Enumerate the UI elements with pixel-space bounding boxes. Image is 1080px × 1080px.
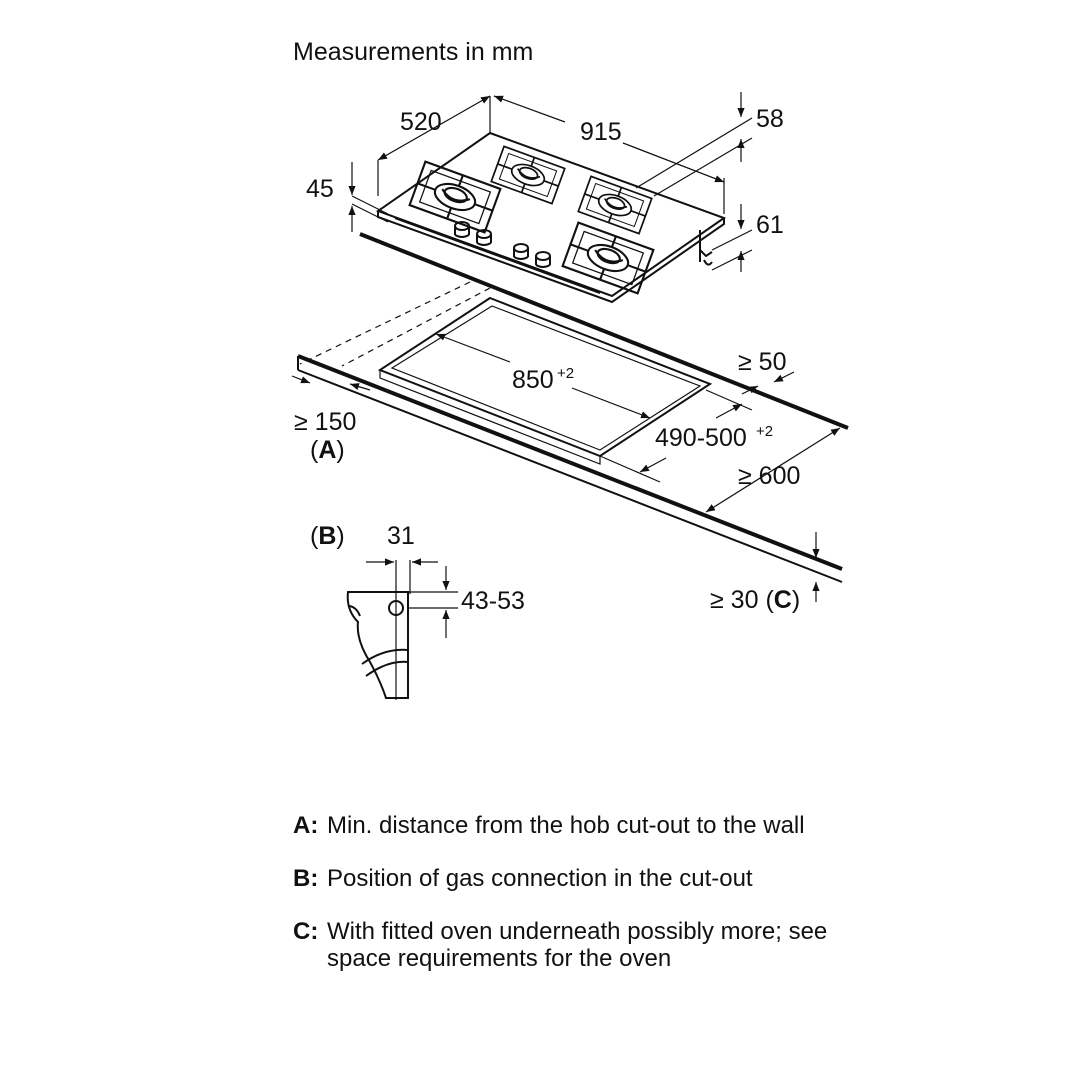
hob-glass-top — [375, 131, 727, 298]
burner-front-left — [408, 160, 502, 234]
dim-915: 915 — [494, 96, 725, 214]
svg-text:(B): (B) — [310, 522, 345, 550]
legend-text: Min. distance from the hob cut-out to th… — [327, 812, 805, 839]
legend-key: C: — [293, 918, 319, 945]
legend-text: Position of gas connection in the cut-ou… — [327, 865, 753, 892]
legend-text: With fitted oven underneath possibly mor… — [327, 918, 828, 972]
svg-text:520: 520 — [400, 108, 442, 136]
legend: A: Min. distance from the hob cut-out to… — [293, 812, 853, 998]
dim-61: 61 — [711, 204, 784, 272]
svg-text:58: 58 — [756, 105, 784, 133]
dim-min-150: ≥ 150 (A) — [291, 375, 371, 464]
knob-4 — [535, 251, 551, 268]
legend-item-a: A: Min. distance from the hob cut-out to… — [293, 812, 853, 839]
svg-text:43-53: 43-53 — [461, 587, 525, 615]
svg-text:(A): (A) — [310, 436, 345, 464]
svg-text:915: 915 — [580, 118, 622, 146]
svg-text:≥ 50: ≥ 50 — [738, 348, 786, 376]
dim-min-30: ≥ 30 (C) — [710, 532, 820, 614]
svg-text:490-500: 490-500 — [655, 424, 747, 452]
svg-text:≥ 600: ≥ 600 — [738, 462, 800, 490]
burner-rear-left — [490, 145, 566, 205]
hob-drawing — [375, 131, 727, 304]
svg-text:+2: +2 — [756, 423, 773, 440]
worktop — [297, 232, 849, 583]
dim-min-50: ≥ 50 — [738, 348, 795, 395]
dim-58: 58 — [635, 92, 784, 197]
svg-text:31: 31 — [387, 522, 415, 550]
gas-connector — [699, 249, 713, 266]
knob-3 — [513, 243, 529, 260]
legend-item-b: B: Position of gas connection in the cut… — [293, 865, 853, 892]
diagram-title: Measurements in mm — [293, 38, 533, 66]
legend-item-c: C: With fitted oven underneath possibly … — [293, 918, 853, 972]
legend-key: A: — [293, 812, 319, 839]
dim-45: 45 — [306, 162, 389, 232]
dim-850: 850 +2 — [435, 333, 651, 419]
svg-text:≥ 150: ≥ 150 — [294, 408, 356, 436]
svg-text:45: 45 — [306, 175, 334, 203]
dim-520: 520 — [377, 95, 491, 196]
gas-connection-detail: (B) 31 43-53 — [310, 522, 525, 700]
svg-text:≥ 30 (C): ≥ 30 (C) — [710, 586, 800, 614]
hob-glass-edge — [377, 211, 725, 304]
svg-text:850: 850 — [512, 366, 554, 394]
svg-text:+2: +2 — [557, 365, 574, 382]
legend-key: B: — [293, 865, 319, 892]
svg-text:61: 61 — [756, 211, 784, 239]
dim-min-600: ≥ 600 — [705, 427, 841, 513]
hob-housing — [394, 217, 701, 294]
